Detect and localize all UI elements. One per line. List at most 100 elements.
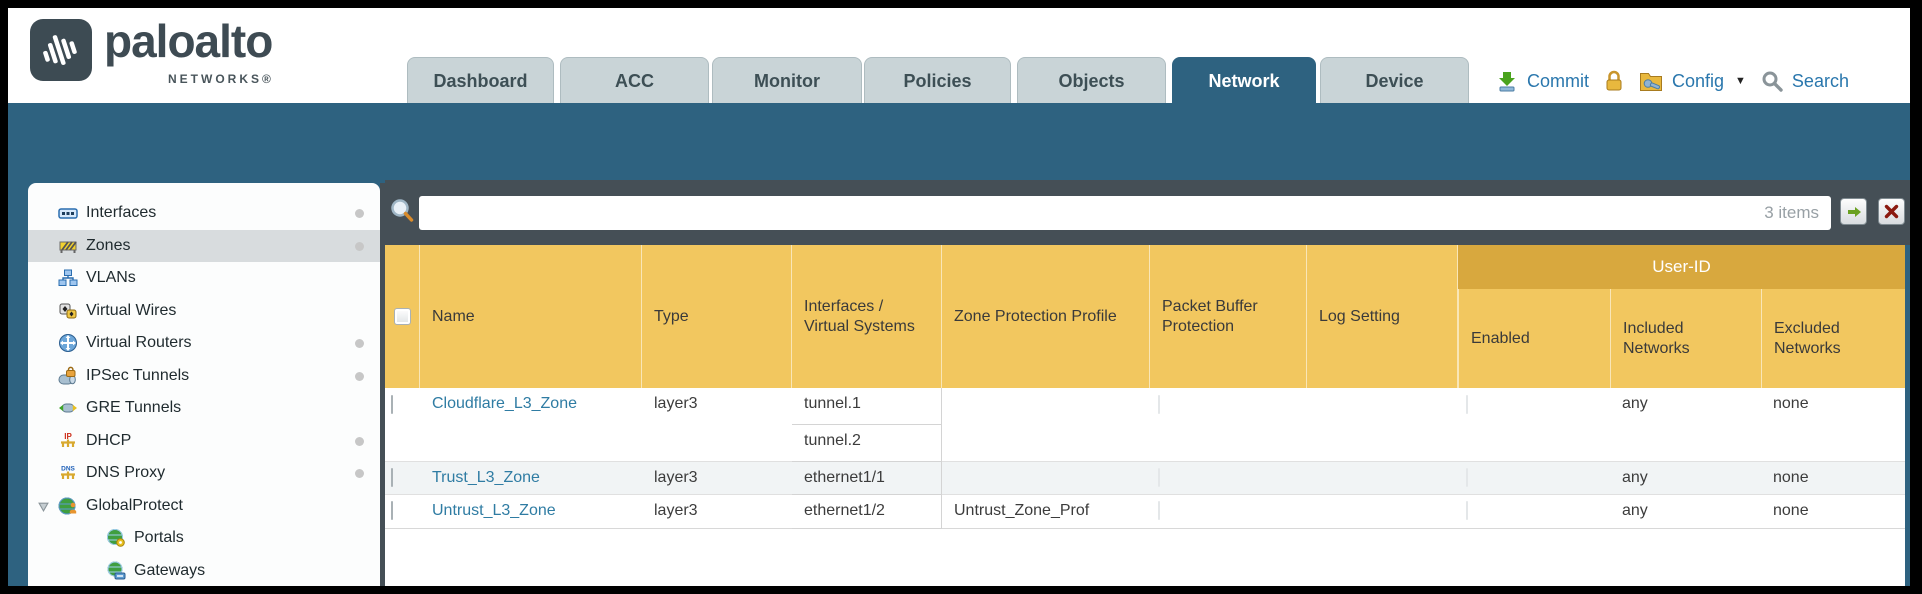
sidebar-item-virtual-wires[interactable]: Virtual Wires — [28, 295, 380, 328]
search-button[interactable]: Search — [1791, 70, 1849, 91]
column-header-type[interactable]: Type — [642, 245, 792, 388]
search-icon[interactable] — [1761, 70, 1783, 92]
included-networks-cell: any — [1622, 395, 1648, 412]
commit-button[interactable]: Commit — [1527, 70, 1589, 91]
packet-buffer-cell — [1150, 388, 1307, 414]
filter-search-icon[interactable] — [389, 197, 417, 225]
zone-type-cell: layer3 — [654, 502, 698, 519]
tab-objects[interactable]: Objects — [1017, 57, 1166, 103]
excluded-networks-cell: none — [1773, 395, 1809, 412]
zone-name-link[interactable]: Trust_L3_Zone — [432, 469, 540, 486]
table-row[interactable]: Untrust_L3_Zone layer3 ethernet1/2 Untru… — [385, 495, 1905, 529]
sidebar-item-globalprotect[interactable]: GlobalProtect — [28, 490, 380, 523]
sidebar-item-label: Portals — [134, 529, 184, 547]
excluded-networks-cell: none — [1773, 469, 1809, 486]
config-icon[interactable] — [1639, 70, 1663, 92]
user-id-enabled-checkbox[interactable] — [1466, 501, 1468, 520]
sidebar-item-ipsec-tunnels[interactable]: IPSec Tunnels — [28, 360, 380, 393]
user-id-enabled-cell — [1458, 495, 1610, 520]
header-actions: Commit Config ▼ — [1496, 64, 1849, 98]
column-header-enabled[interactable]: Enabled — [1458, 289, 1610, 388]
row-select-cell — [385, 495, 420, 520]
interface-cell: ethernet1/2 — [792, 495, 942, 529]
sidebar-item-interfaces[interactable]: Interfaces — [28, 197, 380, 230]
ipsec-tunnels-icon — [58, 366, 78, 386]
packet-buffer-checkbox[interactable] — [1158, 501, 1160, 520]
included-networks-cell: any — [1622, 469, 1648, 486]
sidebar-item-gateways[interactable]: Gateways — [28, 555, 380, 587]
column-header-excluded-networks[interactable]: Excluded Networks — [1761, 289, 1905, 388]
top-header: paloalto NETWORKS® Dashboard ACC Monitor… — [8, 8, 1910, 103]
sidebar-item-virtual-routers[interactable]: Virtual Routers — [28, 327, 380, 360]
expander-icon[interactable] — [38, 501, 49, 512]
zone-name-link[interactable]: Untrust_L3_Zone — [432, 502, 556, 519]
apply-filter-button[interactable] — [1840, 198, 1867, 225]
tab-acc[interactable]: ACC — [560, 57, 709, 103]
select-all-checkbox[interactable] — [393, 308, 411, 325]
zone-protection-profile-cell: Untrust_Zone_Prof — [954, 502, 1090, 519]
interface-cell: ethernet1/1 — [792, 462, 942, 495]
sidebar-item-vlans[interactable]: VLANs — [28, 262, 380, 295]
sidebar-item-label: DHCP — [86, 431, 132, 449]
column-header-zone-protection-profile[interactable]: Zone Protection Profile — [942, 245, 1150, 388]
filter-input[interactable]: 3 items — [419, 196, 1831, 230]
row-checkbox[interactable] — [391, 468, 393, 487]
tab-dashboard[interactable]: Dashboard — [407, 57, 554, 103]
user-id-enabled-checkbox[interactable] — [1466, 468, 1468, 487]
column-header-included-networks[interactable]: Included Networks — [1610, 289, 1761, 388]
zone-name-cell: Trust_L3_Zone — [420, 462, 642, 487]
item-count: 3 items — [1764, 203, 1819, 222]
zone-name-link[interactable]: Cloudflare_L3_Zone — [432, 395, 577, 412]
column-header-log-setting[interactable]: Log Setting — [1307, 245, 1458, 388]
config-button[interactable]: Config — [1672, 70, 1725, 91]
zone-type-cell: layer3 — [654, 469, 698, 486]
commit-icon[interactable] — [1496, 70, 1518, 92]
sidebar-item-label: IPSec Tunnels — [86, 366, 190, 384]
packet-buffer-checkbox[interactable] — [1158, 468, 1160, 487]
zones-icon — [58, 236, 78, 256]
column-header-interfaces[interactable]: Interfaces / Virtual Systems — [792, 245, 942, 388]
chevron-down-icon[interactable]: ▼ — [1735, 75, 1746, 87]
row-checkbox[interactable] — [391, 501, 393, 520]
tab-network[interactable]: Network — [1172, 57, 1316, 103]
vlans-icon — [58, 268, 78, 288]
sidebar-item-label: DNS Proxy — [86, 464, 166, 482]
excluded-networks-cell: none — [1773, 502, 1809, 519]
globalprotect-icon — [58, 496, 78, 516]
user-id-enabled-checkbox[interactable] — [1466, 395, 1468, 414]
clear-filter-button[interactable] — [1878, 198, 1905, 225]
table-row[interactable]: Trust_L3_Zone layer3 ethernet1/1 any non… — [385, 462, 1905, 495]
interface-cell: tunnel.2 — [792, 425, 942, 462]
status-dot — [355, 209, 364, 218]
portals-icon — [106, 528, 126, 548]
column-group-user-id: User-ID — [1458, 245, 1905, 289]
sidebar-item-label: VLANs — [86, 269, 136, 287]
logo-networks-label: NETWORKS® — [168, 72, 274, 86]
column-header-packet-buffer-protection[interactable]: Packet Buffer Protection — [1150, 245, 1307, 388]
dhcp-icon: IP — [58, 431, 78, 451]
go-arrow-icon — [1847, 206, 1861, 217]
sidebar-item-label: Interfaces — [86, 204, 157, 222]
tab-monitor[interactable]: Monitor — [712, 57, 862, 103]
sidebar-item-portals[interactable]: Portals — [28, 522, 380, 555]
included-networks-cell: any — [1622, 502, 1648, 519]
status-dot — [355, 241, 364, 251]
sidebar-item-label: GlobalProtect — [86, 496, 183, 514]
sidebar-item-gre-tunnels[interactable]: GRE Tunnels — [28, 392, 380, 425]
tab-policies[interactable]: Policies — [864, 57, 1011, 103]
column-header-name[interactable]: Name — [420, 245, 642, 388]
interface-cell: tunnel.1 — [792, 388, 942, 425]
sidebar-item-zones[interactable]: Zones — [28, 229, 380, 262]
sidebar-item-dhcp[interactable]: IP DHCP — [28, 425, 380, 458]
row-checkbox[interactable] — [391, 395, 393, 414]
packet-buffer-checkbox[interactable] — [1158, 395, 1160, 414]
sidebar-item-label: Gateways — [134, 561, 206, 579]
tab-device[interactable]: Device — [1320, 57, 1469, 103]
lock-icon[interactable] — [1604, 70, 1624, 92]
interfaces-icon — [58, 203, 78, 223]
table-row[interactable]: Cloudflare_L3_Zone layer3 tunnel.1 tunne… — [385, 388, 1905, 462]
packet-buffer-cell — [1150, 462, 1307, 487]
sidebar-item-dns-proxy[interactable]: DNS DNS Proxy — [28, 457, 380, 490]
network-sidebar: Interfaces Zones — [28, 183, 380, 586]
